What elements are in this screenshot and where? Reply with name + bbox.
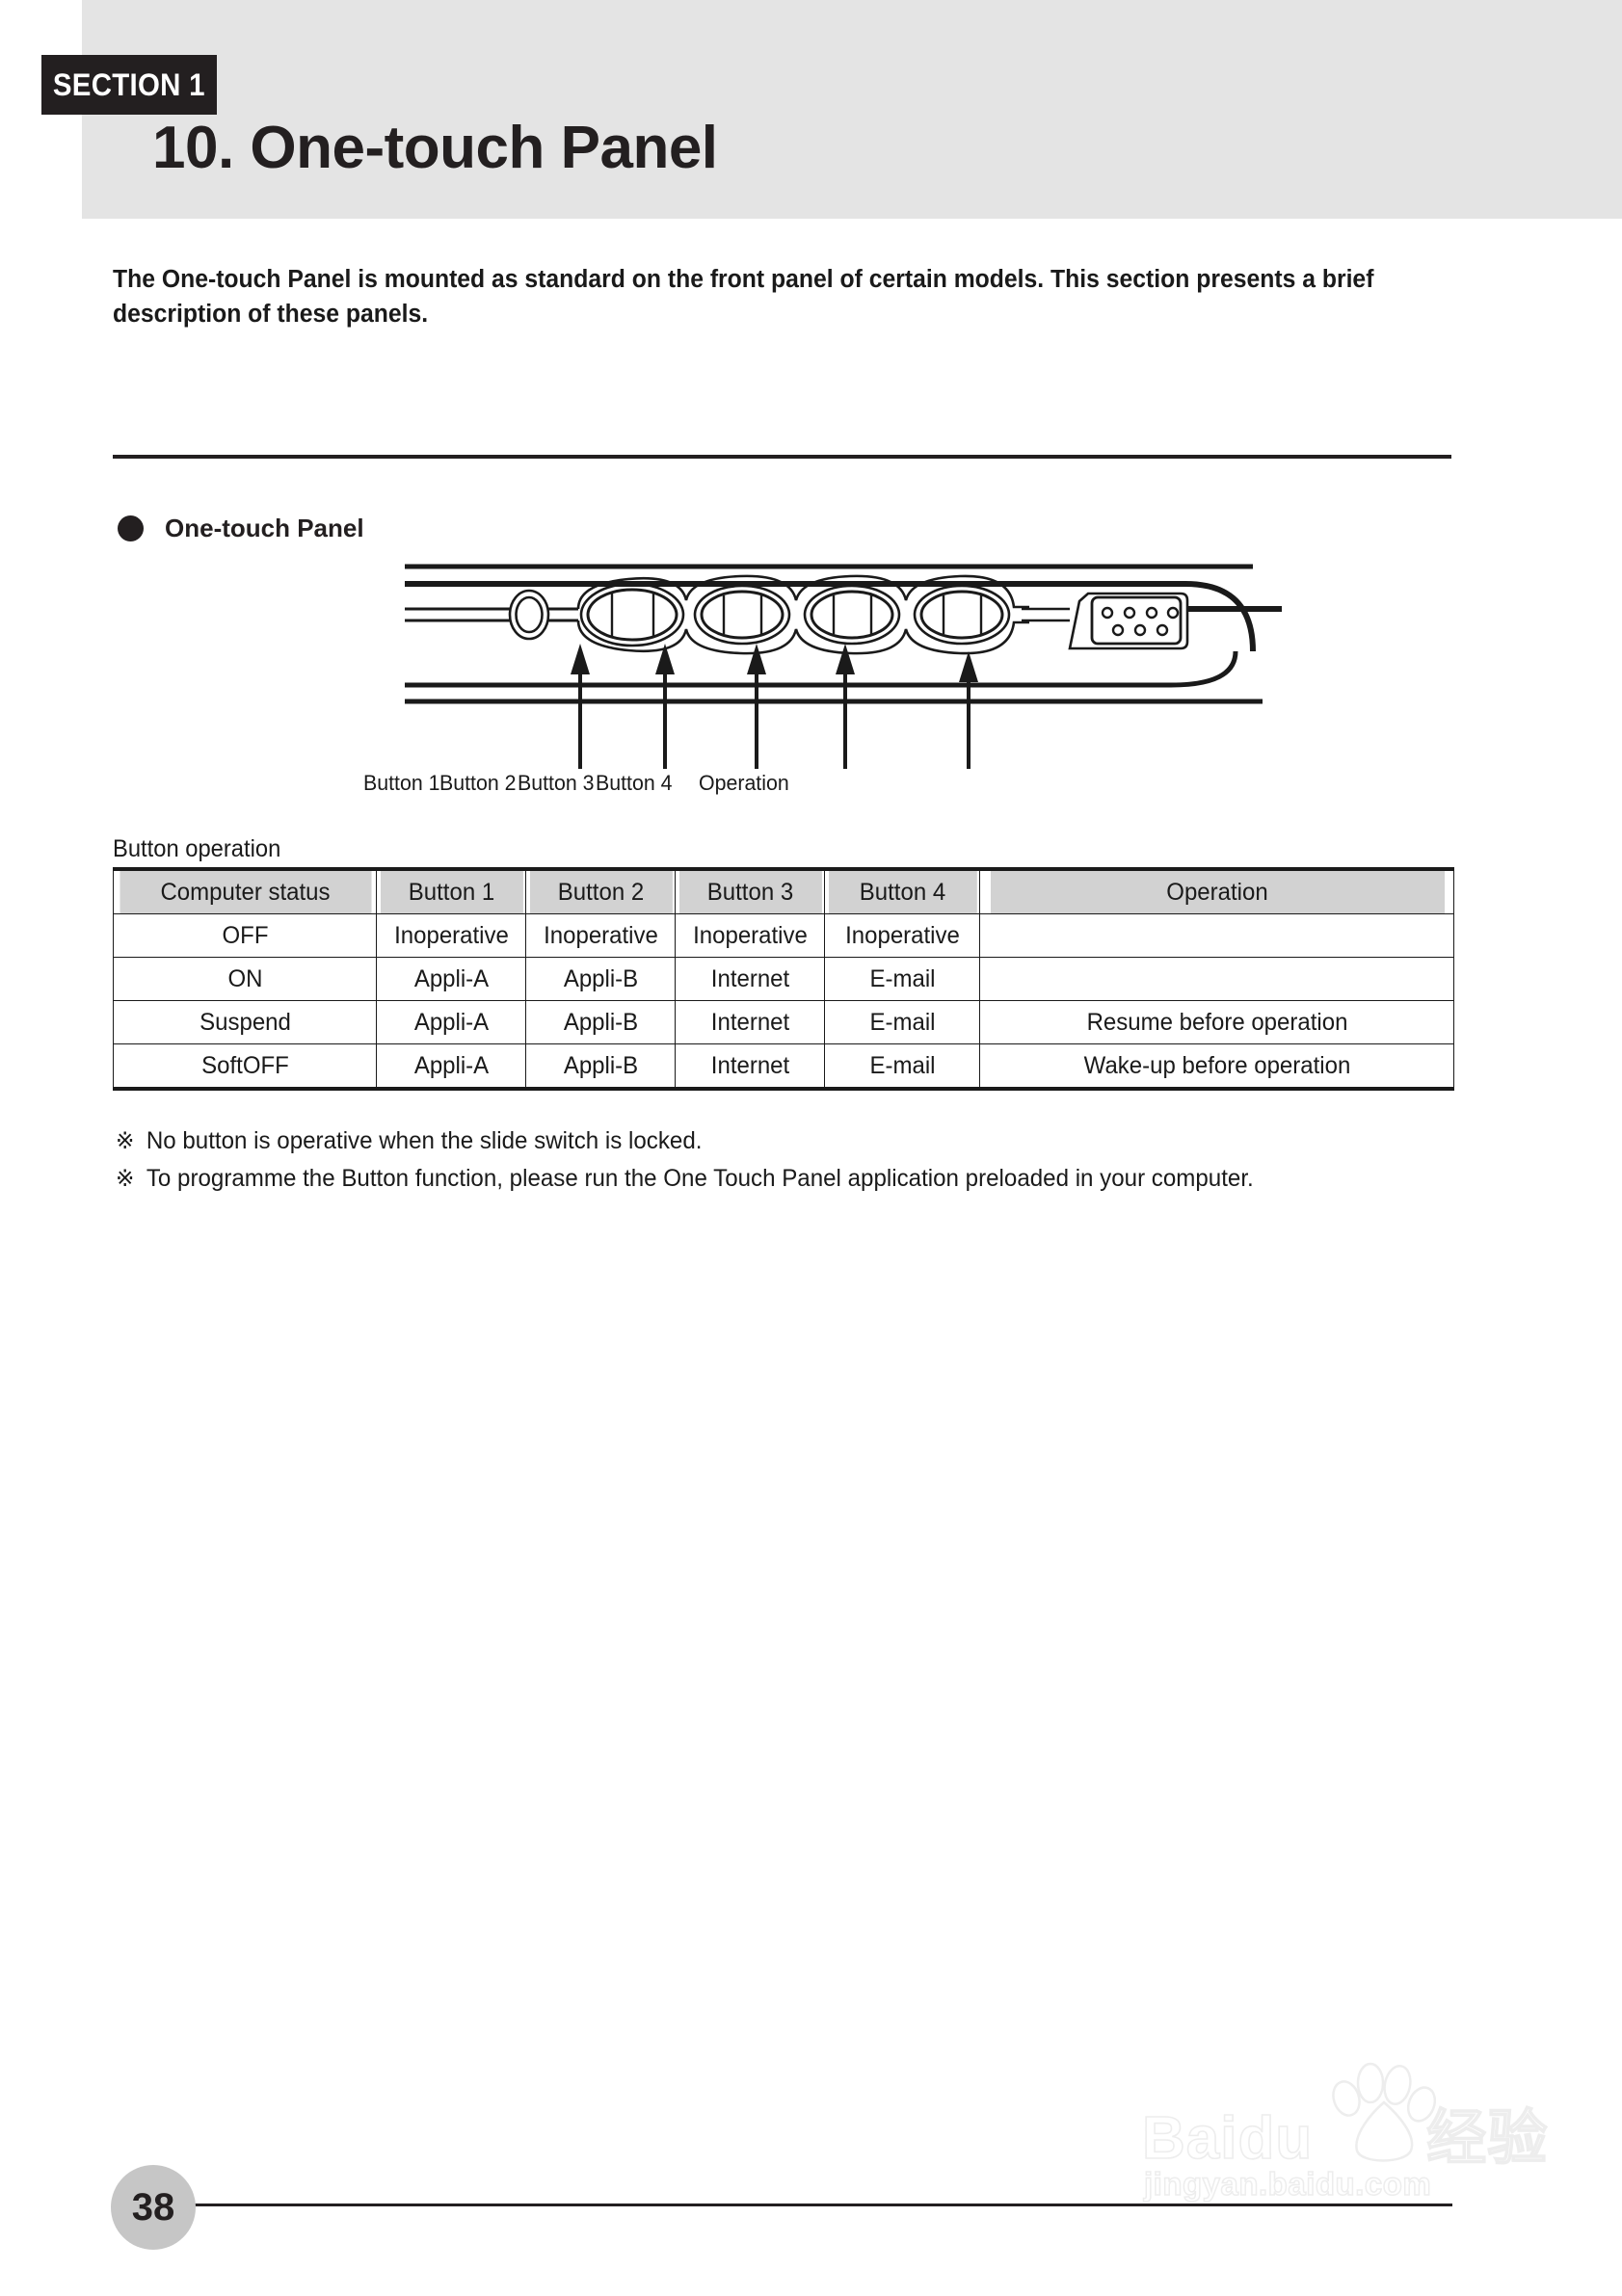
table-caption: Button operation [113,835,281,862]
cell-button-3: Internet [678,1000,822,1044]
footnote-item: ※ No button is operative when the slide … [116,1122,1418,1160]
cell-button-1: Appli-A [379,1043,523,1091]
callout-label-button-1: Button 1 [363,771,440,795]
table-header-button-3: Button 3 [678,867,822,914]
reference-mark-icon: ※ [116,1128,135,1154]
cell-button-4: Inoperative [827,913,977,958]
footnote-text: To programme the Button function, please… [146,1165,1254,1192]
footer-rule [173,2204,1452,2206]
table-row: ON Appli-A Appli-B Internet E-mail [114,957,1454,1001]
cell-button-2: Inoperative [528,913,673,958]
paw-print-icon [1332,2062,1436,2162]
cell-button-1: Appli-A [379,957,523,1001]
cell-button-4: E-mail [827,1043,977,1091]
footnote-text: No button is operative when the slide sw… [146,1127,703,1154]
table-header-button-1: Button 1 [379,867,523,914]
figure-callout-labels: Button 1 Button 2 Button 3 Button 4 Oper… [363,771,1282,804]
page-title: 10. One-touch Panel [152,115,718,181]
cell-operation [988,957,1446,1001]
callout-label-button-2: Button 2 [439,771,517,795]
watermark-brand: Baidu 经验 [1141,2089,1549,2176]
button-operation-table: Computer status Button 1 Button 2 Button… [113,867,1454,1091]
cell-operation [988,913,1446,958]
cell-operation: Wake-up before operation [988,1043,1446,1091]
callout-label-operation: Operation [699,771,789,795]
table-header-button-4: Button 4 [827,867,977,914]
subsection-heading-label: One-touch Panel [165,514,364,542]
baidu-watermark: Baidu 经验 jingyan.baidu.com [1132,2062,1548,2235]
section-badge: SECTION 1 [41,55,217,115]
cell-button-1: Appli-A [379,1000,523,1044]
footnote-item: ※ To programme the Button function, plea… [116,1160,1418,1198]
cell-button-1: Inoperative [379,913,523,958]
intro-paragraph: The One-touch Panel is mounted as standa… [113,266,1374,328]
watermark-brand-latin: Baidu [1141,2104,1314,2173]
header-band [82,0,1622,219]
cell-status: ON [118,957,372,1001]
table-row: SoftOFF Appli-A Appli-B Internet E-mail … [114,1043,1454,1091]
cell-status: Suspend [118,1000,372,1044]
table-header-computer-status: Computer status [118,867,372,914]
table-header-button-2: Button 2 [528,867,673,914]
button-operation-table-wrap: Computer status Button 1 Button 2 Button… [113,867,1453,1091]
footnotes: ※ No button is operative when the slide … [116,1122,1465,1198]
watermark-url: jingyan.baidu.com [1143,2165,1432,2203]
section-badge-label: SECTION 1 [53,66,205,102]
cell-button-4: E-mail [827,957,977,1001]
cell-button-3: Internet [678,957,822,1001]
reference-mark-icon: ※ [116,1166,135,1192]
cell-button-2: Appli-B [528,957,673,1001]
table-header-row: Computer status Button 1 Button 2 Button… [114,867,1454,914]
one-touch-panel-illustration [405,547,1282,788]
callout-label-button-3: Button 3 [518,771,595,795]
section-divider [113,455,1451,459]
table-header-operation: Operation [988,867,1446,914]
table-row: OFF Inoperative Inoperative Inoperative … [114,913,1454,958]
cell-button-2: Appli-B [528,1043,673,1091]
table-row: Suspend Appli-A Appli-B Internet E-mail … [114,1000,1454,1044]
cell-status: OFF [118,913,372,958]
cell-button-3: Inoperative [678,913,822,958]
bullet-dot-icon [118,515,144,541]
subsection-heading: One-touch Panel [118,514,364,543]
callout-label-button-4: Button 4 [596,771,673,795]
cell-operation: Resume before operation [988,1000,1446,1044]
page-number-label: 38 [131,2185,175,2229]
cell-button-4: E-mail [827,1000,977,1044]
page-number-badge: 38 [111,2165,196,2250]
cell-status: SoftOFF [118,1043,372,1091]
watermark-brand-cjk: 经验 [1425,2104,1549,2173]
cell-button-2: Appli-B [528,1000,673,1044]
cell-button-3: Internet [678,1043,822,1091]
